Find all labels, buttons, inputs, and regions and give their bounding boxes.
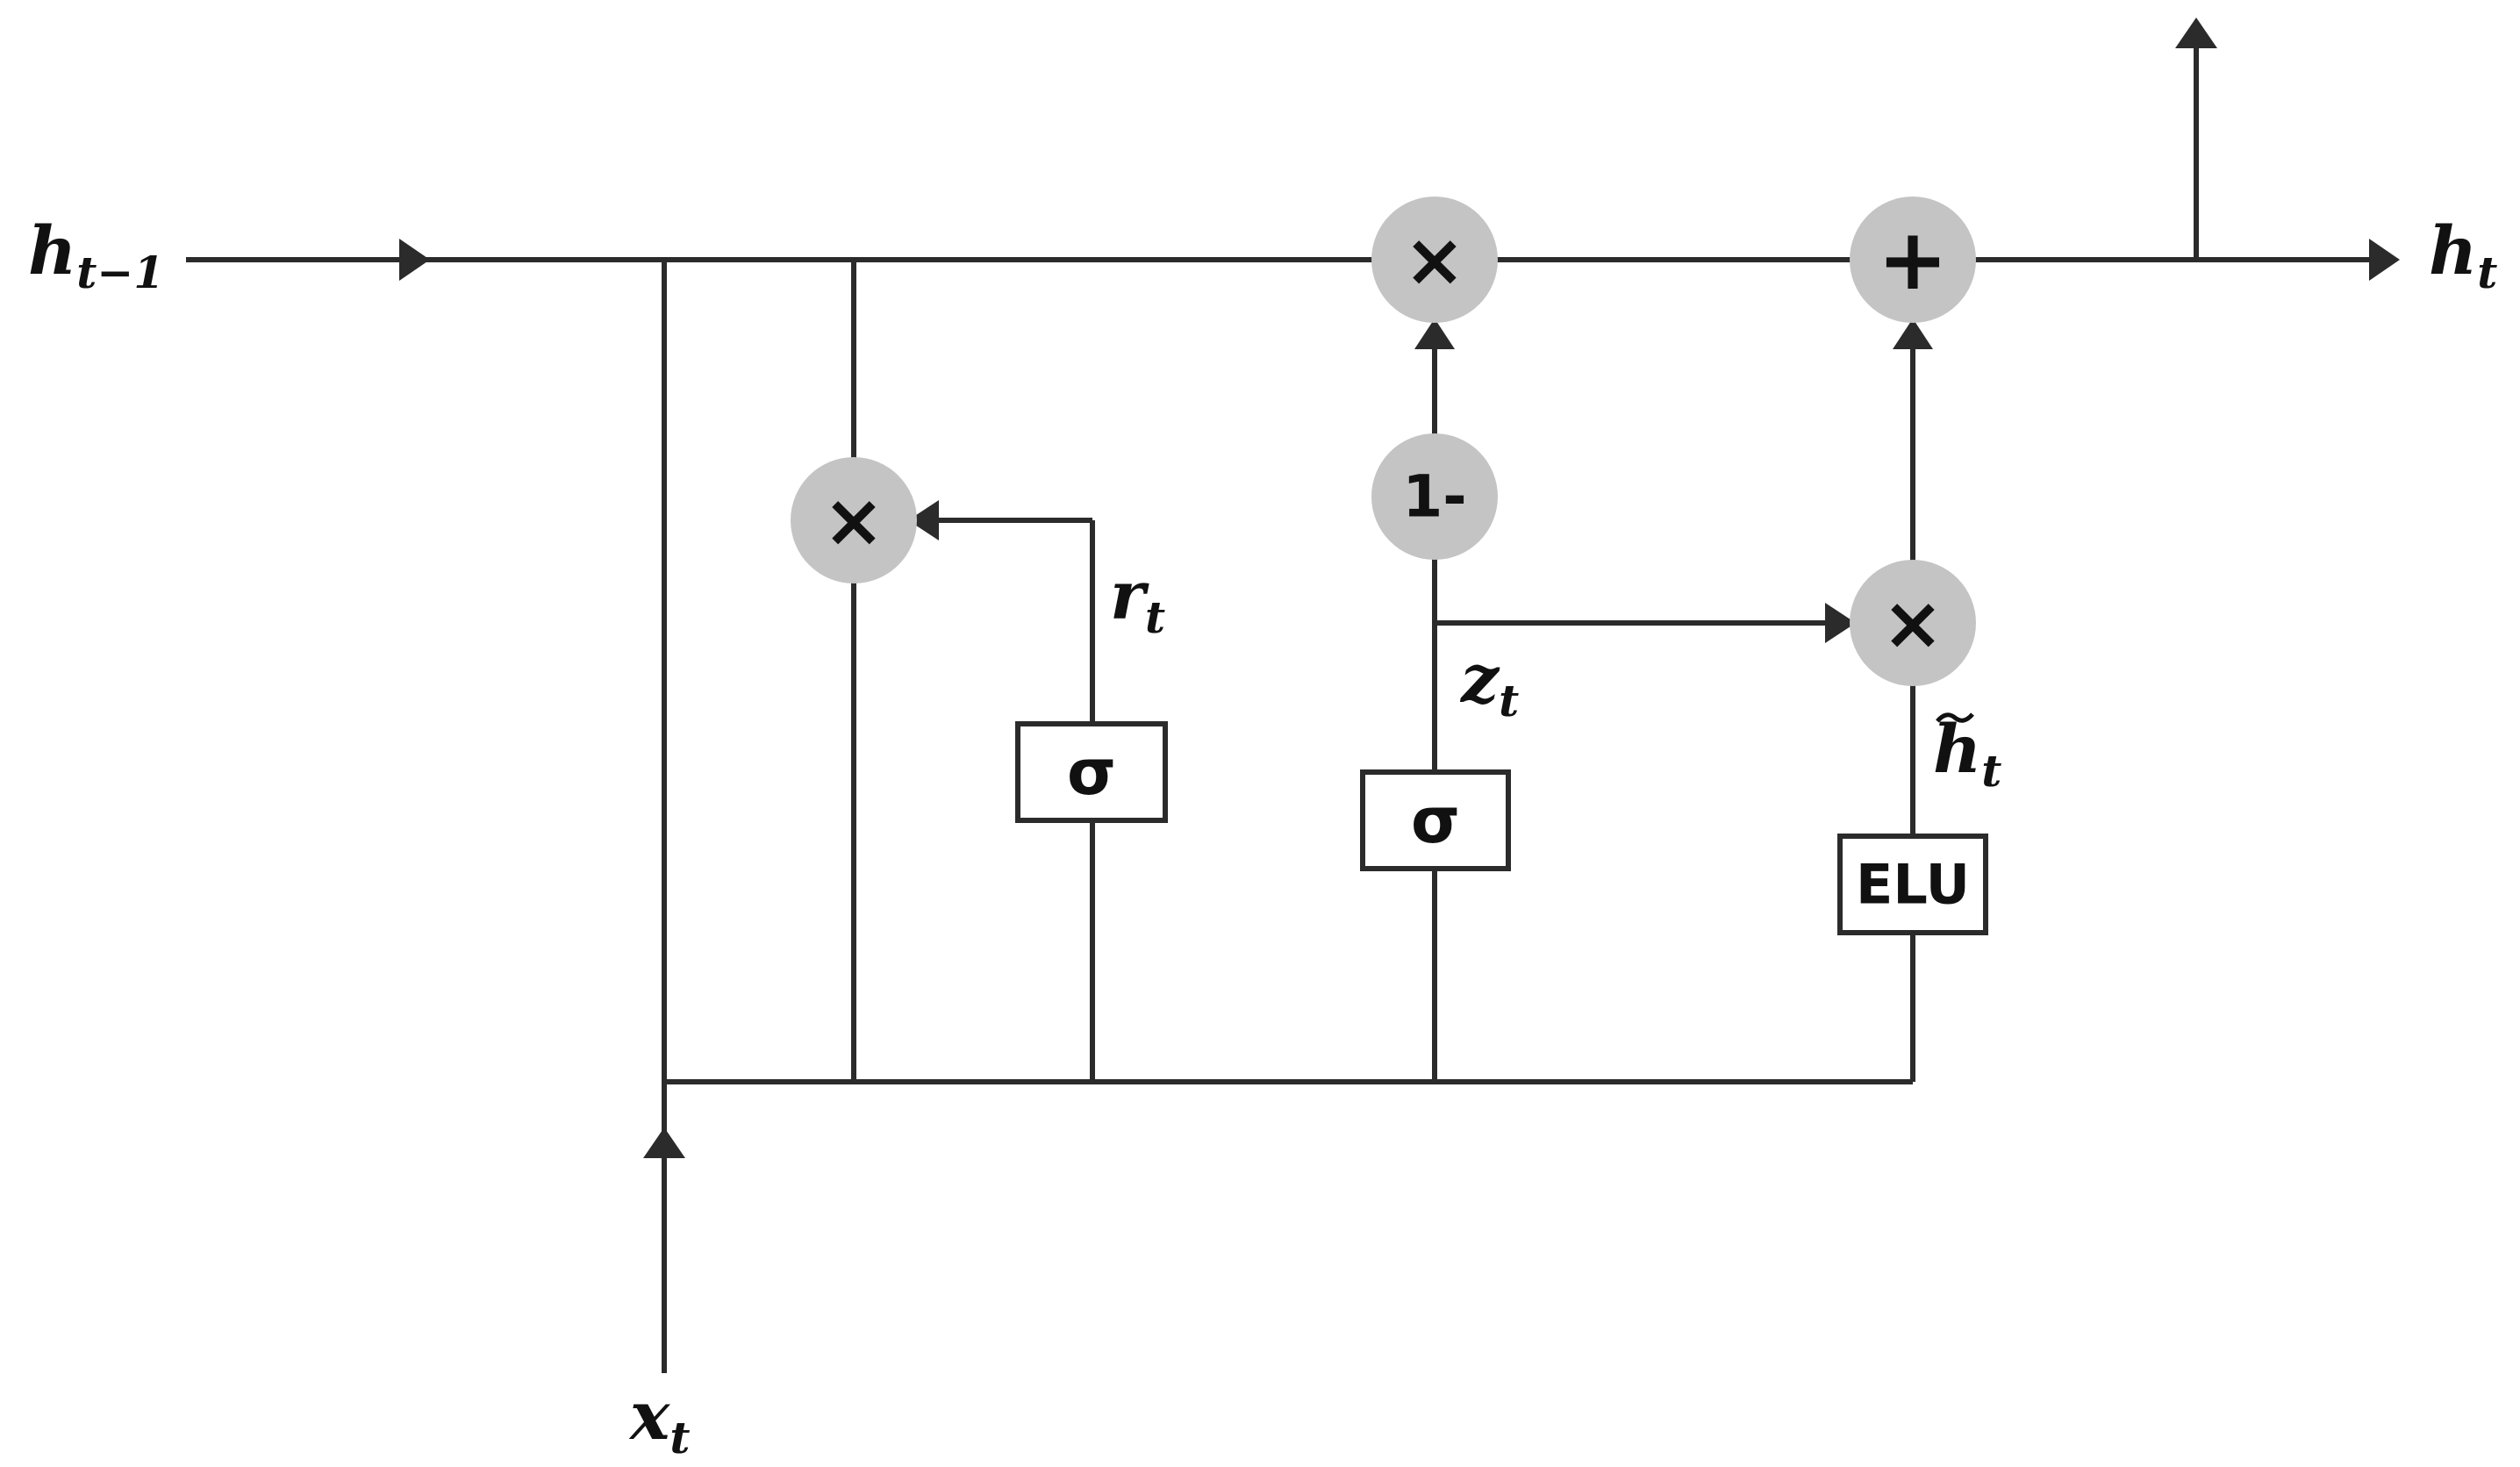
label-h-out-sub: t (2477, 247, 2497, 298)
reset-multiply-node: × (791, 457, 917, 583)
reset-arrow-left-icon (908, 500, 939, 540)
update-multiply-symbol: × (1404, 217, 1465, 303)
svg-text:xt: xt (628, 1377, 690, 1463)
update-multiply-node: × (1371, 197, 1498, 323)
reset-gate-box: σ (1015, 721, 1168, 823)
add-node: + (1850, 197, 1976, 323)
label-h-prev-main: h (28, 211, 76, 290)
reset-gate-label: σ (1067, 735, 1116, 809)
add-symbol: + (1878, 211, 1948, 309)
label-x-main: x (628, 1377, 671, 1455)
label-h-tilde-main: h (1933, 710, 1981, 788)
elu-box: ELU (1837, 834, 1988, 935)
svg-text:ht−1: ht−1 (28, 211, 164, 298)
label-h-tilde: ht (1933, 710, 2001, 797)
update-gate-label: σ (1411, 784, 1460, 857)
wires (186, 44, 2380, 1373)
elu-label: ELU (1856, 853, 1970, 917)
one-minus-symbol: 1- (1402, 463, 1466, 531)
label-h-out: ht (2429, 211, 2497, 298)
label-z-sub: t (1499, 675, 1519, 726)
label-x: xt (628, 1377, 690, 1463)
label-h-prev-sub: t−1 (76, 247, 164, 298)
label-h-out-main: h (2429, 211, 2477, 290)
tilde-icon (1936, 712, 1974, 723)
label-r-main: r (1110, 556, 1149, 634)
label-h-prev: ht−1 (28, 211, 164, 298)
candidate-multiply-symbol: × (1882, 580, 1944, 666)
svg-text:rt: rt (1110, 556, 1165, 643)
arrowheads (399, 18, 2400, 1158)
label-z: zt (1459, 640, 1519, 726)
svg-text:zt: zt (1459, 640, 1519, 726)
update-arrow-up-icon (1414, 318, 1455, 349)
label-x-sub: t (669, 1412, 690, 1463)
x-input-arrow-up-icon (643, 1127, 685, 1158)
svg-text:ht: ht (2429, 211, 2497, 298)
input-arrow-right-icon (399, 239, 430, 281)
reset-multiply-symbol: × (823, 477, 884, 563)
output-arrow-up-icon (2175, 18, 2217, 48)
label-z-main: z (1459, 640, 1500, 718)
update-gate-box: σ (1360, 769, 1511, 871)
svg-text:ht: ht (1933, 710, 2001, 797)
candidate-multiply-node: × (1850, 560, 1976, 686)
candidate-arrow-right-icon (1825, 603, 1856, 643)
label-r: rt (1110, 556, 1165, 643)
label-h-tilde-sub: t (1981, 745, 2001, 797)
add-arrow-up-icon (1893, 318, 1933, 349)
output-arrow-right-icon (2369, 239, 2400, 281)
one-minus-node: 1- (1371, 433, 1498, 560)
label-r-sub: t (1145, 591, 1165, 643)
